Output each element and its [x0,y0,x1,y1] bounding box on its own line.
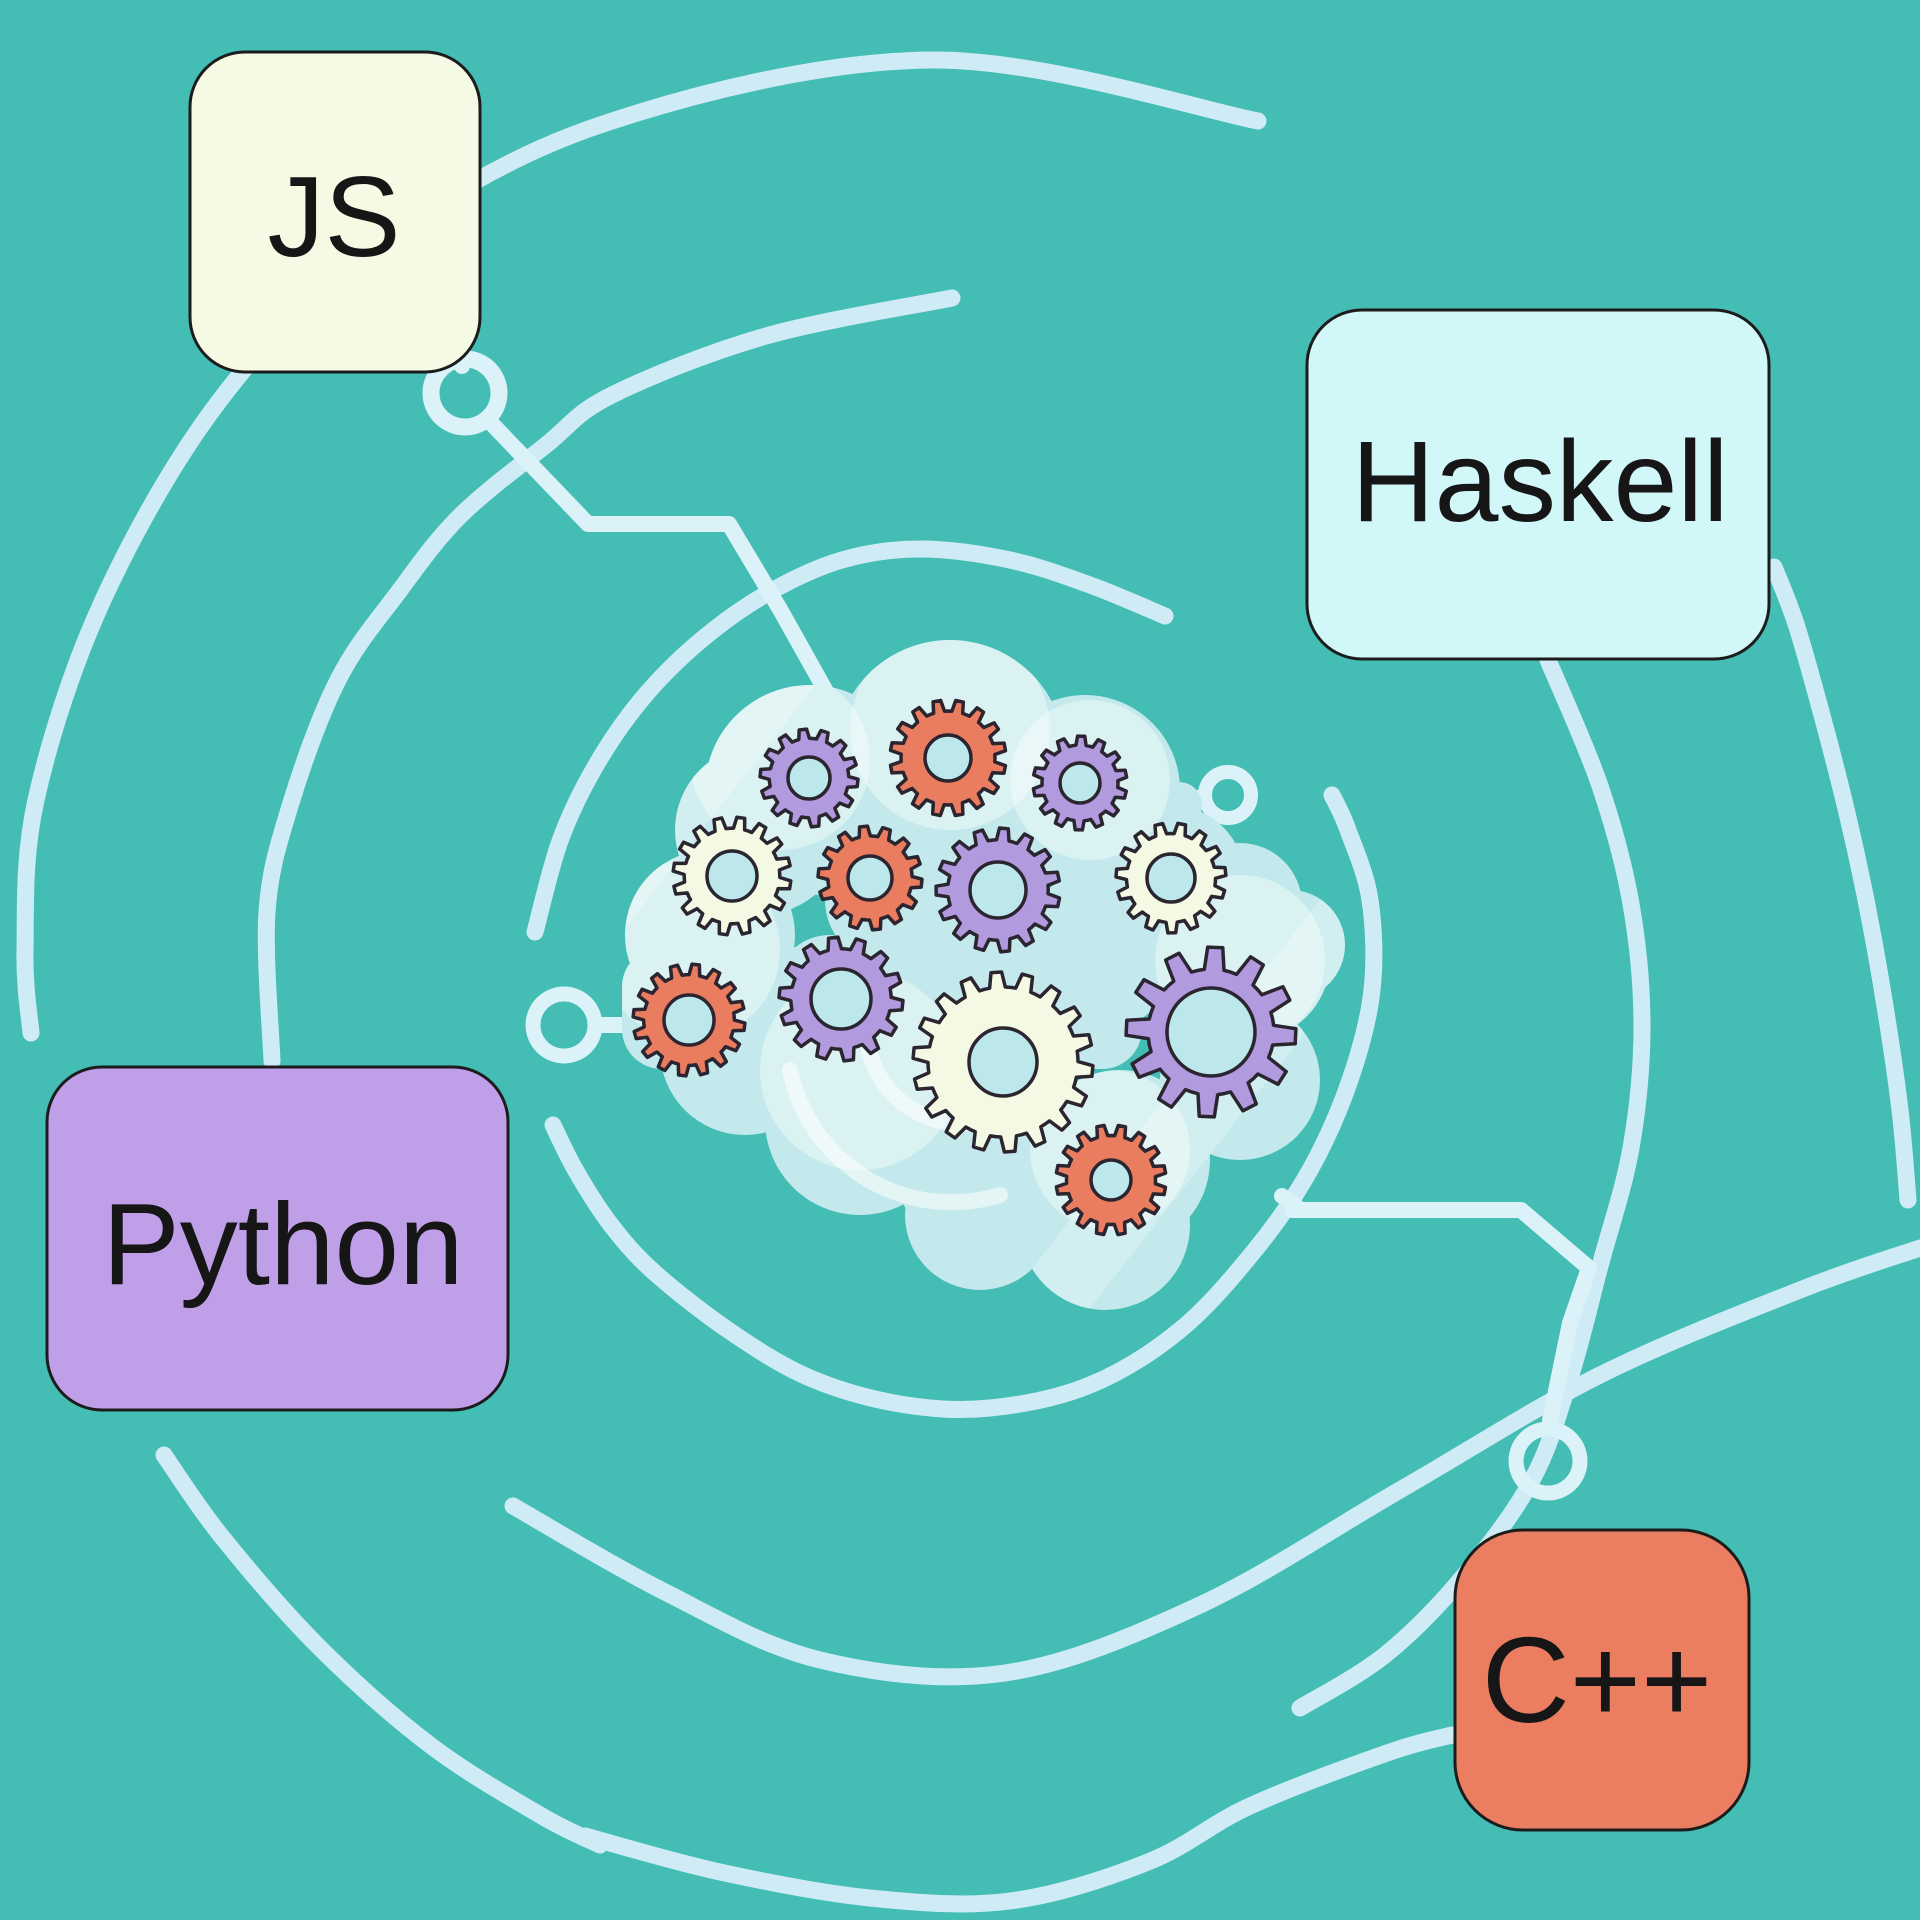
svg-text:Python: Python [102,1179,463,1309]
svg-text:Haskell: Haskell [1351,418,1728,546]
svg-text:JS: JS [267,154,400,281]
svg-text:C++: C++ [1482,1612,1713,1748]
